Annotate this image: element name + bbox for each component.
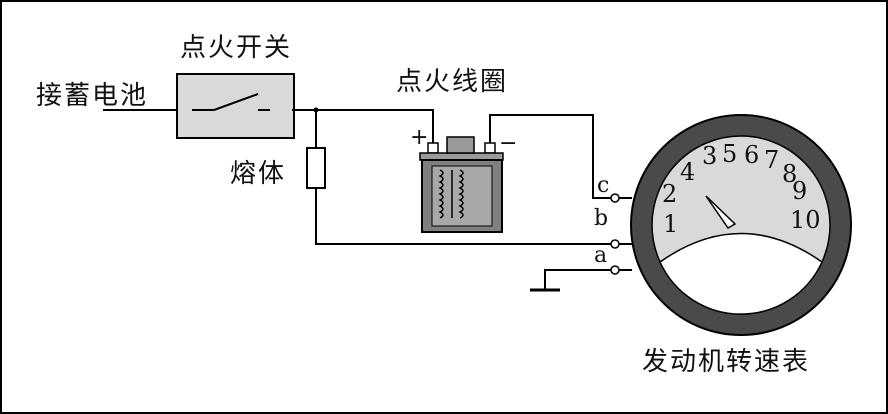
terminal-b-post: [610, 239, 620, 249]
dial-number-1: 1: [663, 210, 678, 238]
dial-number-6: 6: [744, 141, 759, 169]
terminal-a-post: [610, 265, 620, 275]
fuse-label: 熔体: [230, 159, 286, 189]
coil-minus-to-terminal-c-wire: [489, 114, 612, 199]
ground-wire: [544, 269, 612, 290]
plus-sign: +: [410, 125, 428, 150]
terminal-a-label: a: [594, 243, 607, 268]
tachometer: 1 2 3 4 5 6 7 8 9 10: [610, 114, 852, 336]
battery-label: 接蓄电池: [36, 81, 148, 111]
fuse-to-terminal-b-wire: [315, 188, 612, 245]
dial-number-5: 5: [722, 140, 737, 168]
meter-needle: [705, 195, 737, 229]
terminal-b-label: b: [594, 206, 608, 231]
dial-number-10: 10: [790, 206, 821, 234]
coil-windings: [438, 169, 464, 219]
switch-to-coil-plus-wire: [270, 109, 434, 143]
terminal-c-post: [610, 193, 620, 203]
dial-number-9: 9: [792, 177, 807, 205]
dial-number-3: 3: [702, 142, 717, 170]
coil-high-voltage-tower: [446, 136, 475, 154]
meter-face-lower: [659, 232, 823, 315]
dial-number-2: 2: [662, 180, 677, 208]
ignition-coil: [419, 136, 504, 233]
ignition-coil-label: 点火线圈: [396, 67, 508, 97]
dial-number-8: 8: [782, 160, 797, 188]
minus-sign: −: [499, 131, 517, 156]
ignition-switch: [176, 73, 295, 139]
coil-plus-terminal: [427, 142, 439, 154]
junction-dot: [313, 107, 319, 113]
coil-minus-terminal: [484, 142, 496, 154]
dial-number-4: 4: [680, 158, 695, 186]
terminal-c-label: c: [597, 173, 609, 198]
fuse: [306, 147, 326, 189]
ignition-switch-label: 点火开关: [180, 33, 292, 63]
dial-number-7: 7: [764, 146, 779, 174]
tachometer-label: 发动机转速表: [642, 347, 810, 377]
switch-box: [176, 73, 295, 139]
switch-lever: [213, 93, 259, 111]
